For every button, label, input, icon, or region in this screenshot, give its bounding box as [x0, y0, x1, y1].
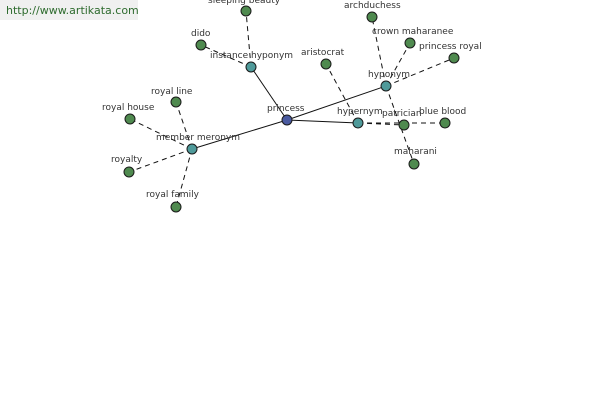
- node-marker-princess[interactable]: [281, 114, 293, 126]
- node-label-royal-family: royal family: [146, 190, 200, 200]
- node-royal-house[interactable]: royal house: [102, 103, 155, 125]
- node-aristocrat[interactable]: aristocrat: [301, 48, 345, 70]
- edge-princess-to-hypernym: [286, 119, 359, 124]
- node-marker-blue-blood[interactable]: [439, 117, 451, 129]
- node-hyponym[interactable]: hyponym: [368, 70, 410, 92]
- node-maharani[interactable]: maharani: [394, 147, 437, 170]
- edge-princess-to-hyponym: [286, 85, 387, 121]
- node-marker-royal-family[interactable]: [170, 201, 182, 213]
- node-marker-sleeping-beauty[interactable]: [240, 5, 252, 17]
- node-royalty[interactable]: royalty: [111, 155, 143, 178]
- node-marker-maharani[interactable]: [408, 158, 420, 170]
- edge-hypernym-to-patrician: [357, 122, 405, 126]
- node-label-dido: dido: [191, 29, 211, 39]
- edge-hypernym-to-aristocrat: [325, 63, 359, 124]
- graph-edges: [128, 10, 455, 208]
- node-marker-instance-hyponym[interactable]: [245, 61, 257, 73]
- edge-member-meronym-to-royal-family: [175, 148, 193, 208]
- node-label-patrician: patrician: [382, 109, 422, 119]
- node-label-instance-hyponym: instance hyponym: [210, 51, 293, 61]
- node-member-meronym[interactable]: member meronym: [156, 133, 240, 155]
- source-url[interactable]: http://www.artikata.com: [0, 0, 139, 20]
- node-label-hyponym: hyponym: [368, 70, 410, 80]
- edge-member-meronym-to-royalty: [128, 148, 193, 173]
- node-label-crown-maharanee: crown maharanee: [372, 27, 454, 37]
- node-marker-royalty[interactable]: [123, 166, 135, 178]
- edge-hyponym-to-archduchess: [371, 16, 387, 87]
- node-label-maharani: maharani: [394, 147, 437, 157]
- node-label-princess-royal: princess royal: [419, 42, 482, 52]
- node-label-sleeping-beauty: sleeping beauty: [208, 0, 281, 6]
- node-label-princess: princess: [267, 104, 305, 114]
- node-marker-hyponym[interactable]: [380, 80, 392, 92]
- node-label-blue-blood: blue blood: [419, 107, 466, 117]
- node-crown-maharanee[interactable]: crown maharanee: [372, 27, 454, 49]
- node-marker-member-meronym[interactable]: [186, 143, 198, 155]
- node-royal-family[interactable]: royal family: [146, 190, 200, 213]
- node-archduchess[interactable]: archduchess: [344, 1, 401, 23]
- edge-member-meronym-to-royal-house: [129, 118, 193, 150]
- node-marker-patrician[interactable]: [398, 119, 410, 131]
- node-marker-royal-line[interactable]: [170, 96, 182, 108]
- node-marker-royal-house[interactable]: [124, 113, 136, 125]
- node-marker-aristocrat[interactable]: [320, 58, 332, 70]
- node-label-hypernym: hypernym: [337, 107, 383, 117]
- edge-instance-hyponym-to-sleeping-beauty: [245, 10, 252, 68]
- graph-nodes: princess instance hyponym hyponym hypernym m…: [102, 0, 482, 213]
- node-patrician[interactable]: patrician: [382, 109, 422, 131]
- node-marker-archduchess[interactable]: [366, 11, 378, 23]
- node-marker-dido[interactable]: [195, 39, 207, 51]
- node-label-aristocrat: aristocrat: [301, 48, 345, 58]
- node-blue-blood[interactable]: blue blood: [419, 107, 466, 129]
- node-label-royalty: royalty: [111, 155, 143, 165]
- node-marker-crown-maharanee[interactable]: [404, 37, 416, 49]
- edge-princess-to-instance-hyponym: [250, 66, 288, 121]
- edge-hyponym-to-princess-royal: [385, 57, 455, 87]
- node-princess[interactable]: princess: [267, 104, 305, 126]
- node-royal-line[interactable]: royal line: [151, 87, 193, 108]
- node-dido[interactable]: dido: [191, 29, 211, 51]
- node-instance-hyponym[interactable]: instance hyponym: [210, 51, 293, 73]
- node-marker-hypernym[interactable]: [352, 117, 364, 129]
- node-label-member-meronym: member meronym: [156, 133, 240, 143]
- node-marker-princess-royal[interactable]: [448, 52, 460, 64]
- node-princess-royal[interactable]: princess royal: [419, 42, 482, 64]
- node-label-royal-line: royal line: [151, 87, 193, 97]
- node-label-royal-house: royal house: [102, 103, 155, 113]
- node-hypernym[interactable]: hypernym: [337, 107, 383, 129]
- node-sleeping-beauty[interactable]: sleeping beauty: [208, 0, 281, 17]
- edge-instance-hyponym-to-dido: [200, 44, 252, 68]
- node-label-archduchess: archduchess: [344, 1, 401, 11]
- edge-hyponym-to-maharani: [385, 85, 415, 165]
- edge-princess-to-member-meronym: [191, 119, 288, 150]
